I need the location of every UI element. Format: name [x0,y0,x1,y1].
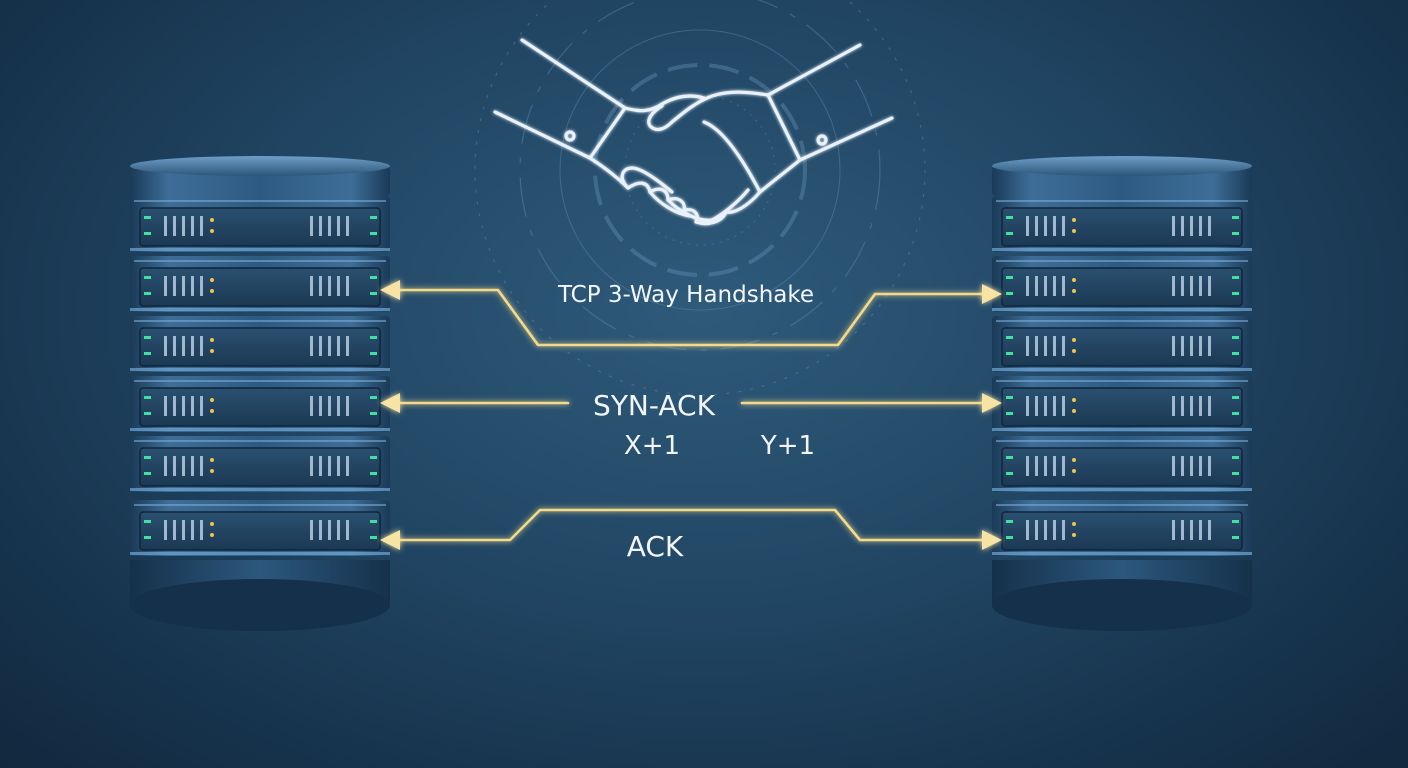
server-unit [130,196,390,252]
title-connector-line [390,288,992,347]
arrowheads [380,280,1002,550]
left-server-stack [130,156,390,631]
handshake-icon [493,38,894,226]
client-sequence-label: X+1 [624,431,680,461]
arrowhead-left-top [380,280,400,300]
server-unit [992,196,1252,252]
server-unit [992,500,1252,556]
server-unit [130,316,390,372]
ack-connector-line [390,508,992,542]
arrowhead-right-mid [982,393,1002,413]
server-unit [130,436,390,492]
server-unit [992,256,1252,312]
server-unit [130,256,390,312]
diagram-title: TCP 3-Way Handshake [557,282,814,308]
server-unit [992,436,1252,492]
server-sequence-label: Y+1 [760,431,815,461]
arrowhead-right-top [982,284,1002,304]
arrowhead-left-bottom [380,530,400,550]
arrowhead-left-mid [380,393,400,413]
right-server-stack [992,156,1252,631]
server-stack-icon [992,156,1252,631]
server-stack-icon [130,156,390,631]
server-unit [130,376,390,432]
arrowhead-right-bottom [982,530,1002,550]
decorative-circles [474,0,926,396]
server-unit [992,376,1252,432]
syn-ack-label: SYN-ACK [593,389,716,422]
server-unit [992,316,1252,372]
server-unit [130,500,390,556]
connector-lines [390,288,992,542]
ack-label: ACK [627,530,684,563]
